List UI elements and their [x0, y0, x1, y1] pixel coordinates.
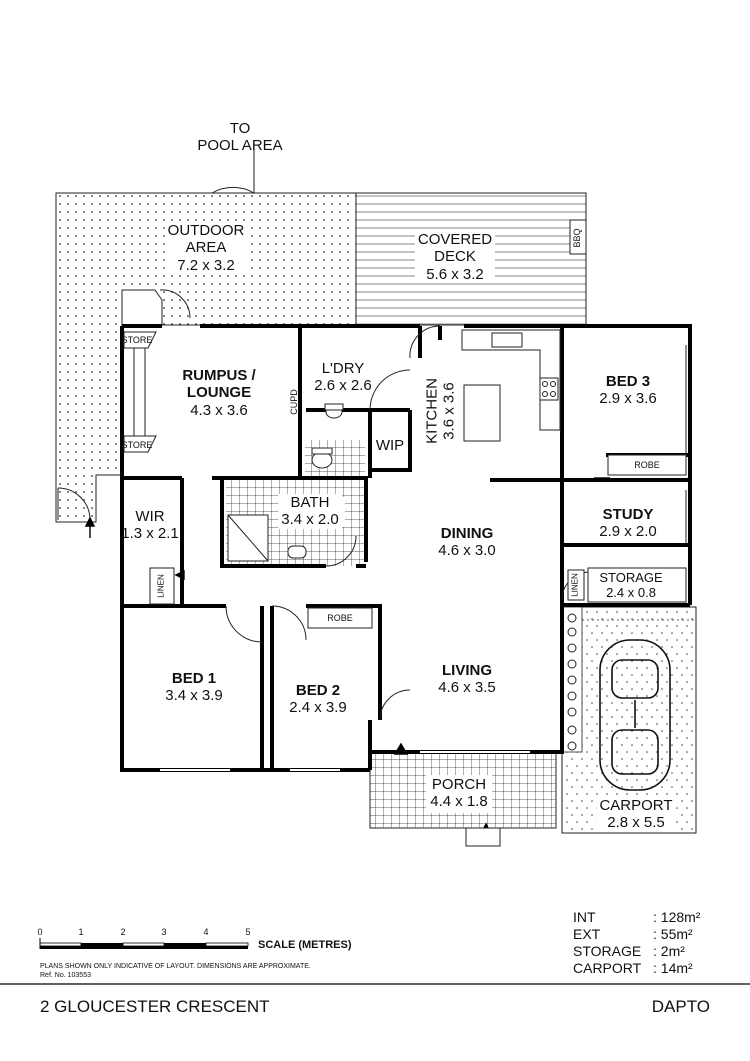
store-label-bottom: STORE: [121, 440, 153, 450]
outdoor-area-label: OUTDOOR AREA 7.2 x 3.2: [164, 222, 248, 274]
pool-label: TO POOL AREA: [197, 120, 283, 155]
address: 2 GLOUCESTER CRESCENT: [40, 997, 270, 1016]
living-label: LIVING 4.6 x 3.5: [438, 662, 496, 697]
store-label-top: STORE: [121, 335, 153, 345]
porch-label: PORCH 4.4 x 1.8: [430, 776, 488, 811]
disclaimer: PLANS SHOWN ONLY INDICATIVE OF LAYOUT. D…: [40, 963, 311, 970]
wir-label: WIR 1.3 x 2.1: [121, 508, 179, 543]
storage-label: STORAGE 2.4 x 0.8: [599, 570, 663, 600]
car-icon: [599, 639, 671, 791]
store-cabinets: [123, 331, 157, 453]
bath-fixtures: [227, 447, 333, 562]
kitchen-label: KITCHEN 3.6 x 3.6: [423, 378, 458, 444]
plant-icons: [567, 613, 577, 751]
laundry-label: L'DRY 2.6 x 2.6: [314, 360, 372, 395]
bed2-label: BED 2 2.4 x 3.9: [289, 682, 347, 717]
dining-label: DINING 4.6 x 3.0: [438, 525, 496, 560]
scale-bar: [39, 938, 249, 949]
robe-bed2-label: ROBE: [327, 613, 353, 623]
scale-label: SCALE (METRES): [258, 939, 352, 951]
ref-number: Ref. No. 103553: [40, 972, 91, 979]
cupd-label: CUPD: [289, 389, 300, 415]
bbq-label: BBQ: [572, 228, 583, 248]
bed3-label: BED 3 2.9 x 3.6: [599, 373, 657, 408]
suburb: DAPTO: [651, 997, 710, 1016]
carport: [561, 606, 697, 834]
linen-wir-label: LINEN: [156, 574, 166, 598]
carport-label: CARPORT 2.8 x 5.5: [596, 797, 676, 832]
robes: [149, 454, 687, 629]
bath-label: BATH 3.4 x 2.0: [278, 494, 342, 529]
kitchen-counters: [461, 329, 561, 442]
laundry-fixtures: [324, 403, 344, 419]
study-label: STUDY 2.9 x 2.0: [599, 506, 657, 541]
robe-bed3-label: ROBE: [634, 460, 660, 470]
bed1-label: BED 1 3.4 x 3.9: [165, 670, 223, 705]
walls: [120, 324, 692, 772]
wip-label: WIP: [375, 437, 405, 454]
covered-deck-label: COVERED DECK 5.6 x 3.2: [414, 231, 496, 283]
linen-storage-label: LINEN: [570, 573, 580, 597]
rumpus-label: RUMPUS / LOUNGE 4.3 x 3.6: [182, 367, 256, 419]
